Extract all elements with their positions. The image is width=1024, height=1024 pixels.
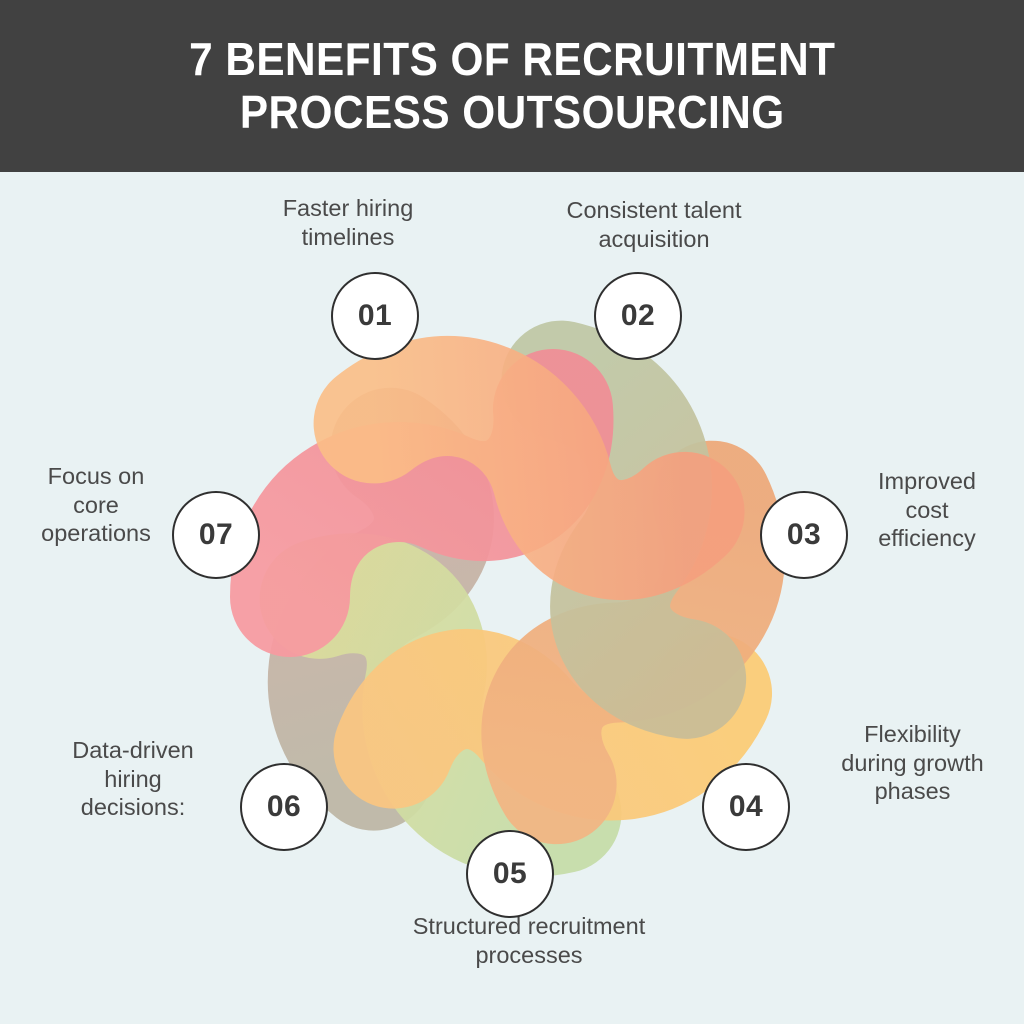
step-number-04: 04 [728, 790, 764, 823]
step-circle-01[interactable]: 01 [331, 272, 419, 360]
step-circle-03[interactable]: 03 [760, 491, 848, 579]
benefit-label-07: Focus on core operations [41, 463, 151, 547]
step-number-06: 06 [266, 790, 302, 823]
benefit-label-04: Flexibility during growth phases [841, 721, 984, 805]
step-circle-06[interactable]: 06 [240, 763, 328, 851]
diagram-stage: 01 02 03 04 05 06 07 Faster hiring timel… [0, 172, 1024, 1024]
page-title: 7 BENEFITS OF RECRUITMENT PROCESS OUTSOU… [188, 33, 836, 138]
petal-02 [313, 336, 745, 600]
benefit-label-06: Data-driven hiring decisions: [72, 737, 194, 821]
step-number-03: 03 [786, 518, 822, 551]
benefit-label-03: Improved cost efficiency [878, 468, 976, 552]
step-number-02: 02 [620, 299, 656, 332]
step-number-05: 05 [492, 857, 528, 890]
step-circle-07[interactable]: 07 [172, 491, 260, 579]
step-circle-05[interactable]: 05 [466, 830, 554, 918]
header-bar: 7 BENEFITS OF RECRUITMENT PROCESS OUTSOU… [0, 0, 1024, 172]
step-circle-04[interactable]: 04 [702, 763, 790, 851]
petal-flower-graphic [230, 320, 785, 877]
step-number-07: 07 [198, 518, 234, 551]
benefit-label-02: Consistent talent acquisition [566, 197, 742, 252]
benefit-label-05: Structured recruitment processes [412, 913, 646, 968]
benefit-label-01: Faster hiring timelines [282, 195, 414, 250]
step-circle-02[interactable]: 02 [594, 272, 682, 360]
step-number-01: 01 [357, 299, 393, 332]
